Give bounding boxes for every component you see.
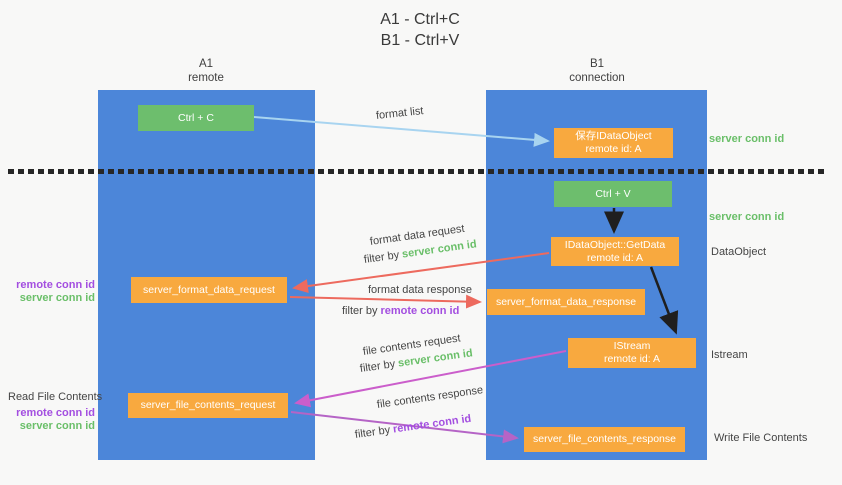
phase-divider-dotted-line: [8, 169, 826, 174]
getdata-line1: IDataObject::GetData: [564, 238, 666, 251]
istream-line1: IStream: [613, 340, 651, 352]
format-data-response-arrow: [289, 294, 482, 309]
remote-conn-id-text-2: remote conn id: [392, 412, 473, 436]
ctrl-c-label: Ctrl + C: [178, 111, 214, 124]
istream-side-label: Istream: [711, 349, 748, 361]
server-format-data-response-label: server_format_data_response: [495, 295, 637, 308]
ctrl-v-box: Ctrl + V: [554, 181, 672, 207]
server-file-contents-response-box: server_file_contents_response: [524, 427, 685, 452]
right-column-name: B1: [589, 58, 605, 70]
server-conn-id-label-1: server conn id: [19, 292, 95, 304]
filter-by-remote-conn-id-2: filter byremote conn id: [354, 413, 472, 441]
remote-conn-id-label-2: remote conn id: [16, 407, 95, 419]
save-idataobject-box: 保存IDataObject remote id: A: [554, 128, 673, 158]
ctrl-c-box: Ctrl + C: [138, 105, 254, 131]
istream-box: IStream remote id: A: [568, 338, 696, 368]
server-format-data-response-box: server_format_data_response: [487, 289, 645, 315]
read-file-contents-label: Read File Contents: [8, 391, 103, 403]
conn-id-pair-format: remote conn id server conn id: [10, 279, 95, 305]
server-file-contents-response-label: server_file_contents_response: [532, 433, 676, 445]
save-idataobject-line2: remote id: A: [585, 143, 642, 155]
left-column-role: remote: [188, 72, 224, 84]
server-conn-id-mid-label: server conn id: [709, 211, 785, 223]
conn-id-pair-file: remote conn id server conn id: [10, 407, 95, 433]
left-column-name: A1: [198, 58, 214, 70]
format-data-response-label: format data response: [368, 284, 472, 296]
left-column-header: A1 remote: [146, 57, 266, 85]
right-column-role: connection: [569, 72, 625, 84]
filter-by-text-1: filter by: [363, 249, 400, 266]
file-contents-response-label: file contents response: [376, 384, 484, 411]
server-conn-id-label-2: server conn id: [19, 420, 95, 432]
server-conn-id-top-label: server conn id: [709, 133, 785, 145]
idataobject-getdata-box: IDataObject::GetData remote id: A: [551, 237, 679, 266]
remote-conn-id-label-1: remote conn id: [16, 279, 95, 291]
format-list-label: format list: [375, 105, 425, 122]
diagram-title: A1 - Ctrl+C B1 - Ctrl+V: [300, 9, 540, 51]
right-column-header: B1 connection: [537, 57, 657, 85]
write-file-contents-label: Write File Contents: [714, 432, 808, 444]
istream-line2: remote id: A: [603, 353, 661, 365]
server-file-contents-request-box: server_file_contents_request: [128, 393, 288, 418]
filter-by-text-2: filter by: [342, 305, 378, 317]
dataobject-label: DataObject: [711, 246, 767, 258]
filter-by-text-3: filter by: [359, 358, 396, 375]
filter-by-text-4: filter by: [354, 424, 391, 441]
title-line-2: B1 - Ctrl+V: [380, 32, 460, 49]
title-line-1: A1 - Ctrl+C: [380, 11, 460, 28]
save-idataobject-line1: 保存IDataObject: [575, 130, 652, 142]
remote-conn-id-text-1: remote conn id: [380, 305, 460, 317]
server-file-contents-request-label: server_file_contents_request: [140, 399, 276, 411]
server-format-data-request-label: server_format_data_request: [143, 283, 275, 296]
server-format-data-request-box: server_format_data_request: [131, 277, 287, 303]
ctrl-v-label: Ctrl + V: [595, 187, 631, 200]
getdata-line2: remote id: A: [586, 251, 644, 264]
